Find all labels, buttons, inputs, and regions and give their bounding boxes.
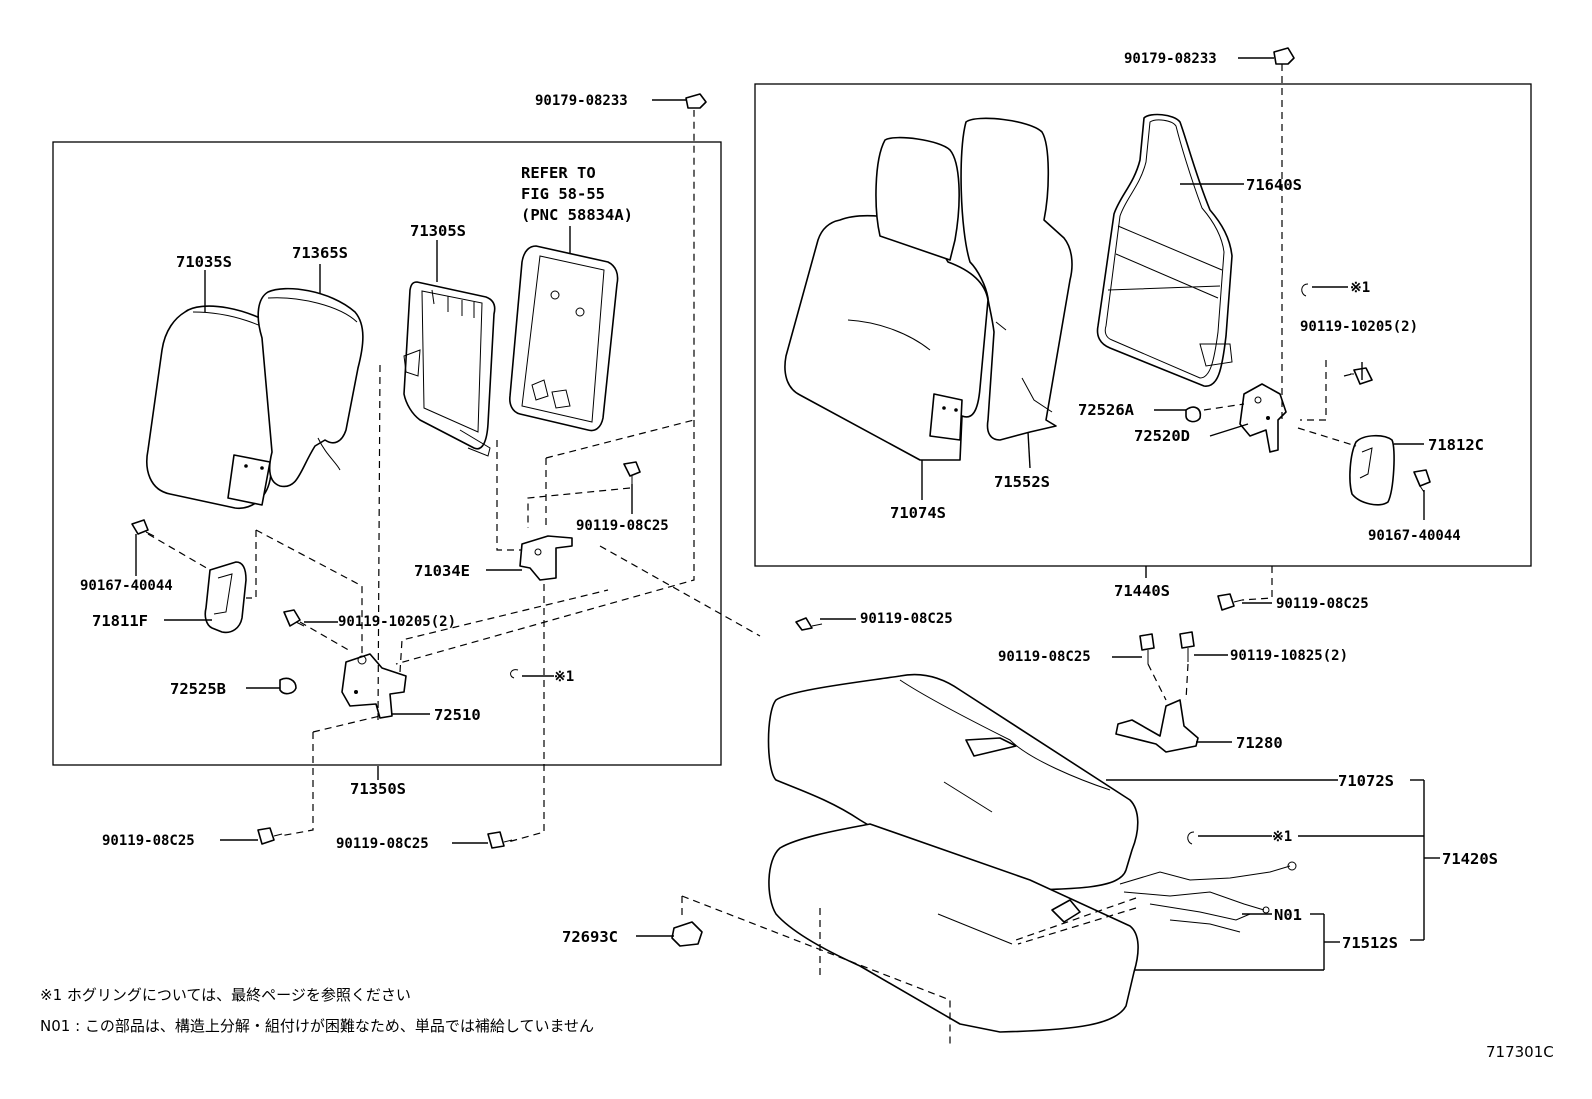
label-71640s: 71640S	[1246, 176, 1302, 194]
part-71305s-frame	[403, 281, 496, 457]
label-90119-08c25-right: 90119-08C25	[1276, 596, 1369, 612]
label-71420s: 71420S	[1442, 850, 1498, 868]
label-90119-08c25-bottom-left: 90119-08C25	[102, 833, 195, 849]
label-90119-08c25-bottom-center: 90119-08C25	[336, 836, 429, 852]
part-71034e-bracket	[519, 535, 573, 581]
label-90119-10205-right: 90119-10205(2)	[1300, 319, 1418, 335]
label-n01: N01	[1274, 906, 1302, 924]
part-58834a-board	[509, 245, 619, 432]
label-72520d: 72520D	[1134, 427, 1190, 445]
label-90119-08c25-mid: 90119-08C25	[860, 611, 953, 627]
label-71812c: 71812C	[1428, 436, 1484, 454]
label-90119-08c25-bracket: 90119-08C25	[998, 649, 1091, 665]
part-71512s-pad	[768, 823, 1139, 1033]
label-71034e: 71034E	[414, 562, 470, 580]
part-72693c-clip	[671, 921, 703, 947]
label-ring-left: ※1	[554, 669, 574, 685]
label-71365s: 71365S	[292, 244, 348, 262]
part-71812c-cover	[1349, 434, 1395, 506]
part-72525b-cap	[279, 677, 297, 695]
part-72520d-hinge	[1239, 383, 1287, 453]
part-n01-wire	[1119, 861, 1297, 933]
label-72510: 72510	[434, 706, 481, 724]
left-group-box	[52, 141, 722, 766]
label-71350s: 71350S	[350, 780, 406, 798]
part-71365s-pad	[257, 287, 364, 488]
label-90179-top-right: 90179-08233	[1124, 51, 1217, 67]
part-72526a-cap	[1185, 406, 1202, 423]
label-ring-center: ※1	[1272, 829, 1292, 845]
label-71074s: 71074S	[890, 504, 946, 522]
label-71280: 71280	[1236, 734, 1283, 752]
label-90119-08c25-upper: 90119-08C25	[576, 518, 669, 534]
part-71552s-pad	[960, 117, 1073, 441]
part-71280-bracket	[1115, 699, 1199, 753]
leader-lines	[135, 57, 1440, 971]
footnote-n01: N01 : この部品は、構造上分解・組付けが困難なため、単品では補給していません	[40, 1017, 594, 1035]
label-71512s: 71512S	[1342, 934, 1398, 952]
label-71440s: 71440S	[1114, 582, 1170, 600]
label-71811f: 71811F	[92, 612, 148, 630]
label-71552s: 71552S	[994, 473, 1050, 491]
label-refer-1: REFER TO	[521, 164, 596, 182]
fastener-icons-right	[1139, 47, 1431, 845]
part-71640s-frame	[1096, 113, 1233, 387]
label-71035s: 71035S	[176, 253, 232, 271]
footnote-hog-ring: ※1 ホグリングについては、最終ページを参照ください	[40, 986, 411, 1004]
part-71811f-cover	[204, 561, 247, 634]
part-71072s-cushion	[767, 673, 1139, 891]
label-90119-10825: 90119-10825(2)	[1230, 648, 1348, 664]
label-90119-10205-left: 90119-10205(2)	[338, 614, 456, 630]
label-71072s: 71072S	[1338, 772, 1394, 790]
part-72510-hinge	[341, 653, 407, 719]
label-refer-2: FIG 58-55	[521, 185, 605, 203]
label-90167-right: 90167-40044	[1368, 528, 1461, 544]
label-72525b: 72525B	[170, 680, 226, 698]
label-72526a: 72526A	[1078, 401, 1135, 419]
label-71305s: 71305S	[410, 222, 466, 240]
label-90167-left: 90167-40044	[80, 578, 173, 594]
label-refer-3: (PNC 58834A)	[521, 206, 633, 224]
fastener-icons-left	[131, 93, 823, 849]
part-71035s-cover	[146, 305, 293, 509]
right-group-box	[754, 83, 1532, 567]
label-90179-top-left: 90179-08233	[535, 93, 628, 109]
part-71074s-seatback	[784, 136, 989, 461]
label-ring-right: ※1	[1350, 280, 1370, 296]
figure-id: 717301C	[1486, 1043, 1554, 1061]
label-72693c: 72693C	[562, 928, 618, 946]
